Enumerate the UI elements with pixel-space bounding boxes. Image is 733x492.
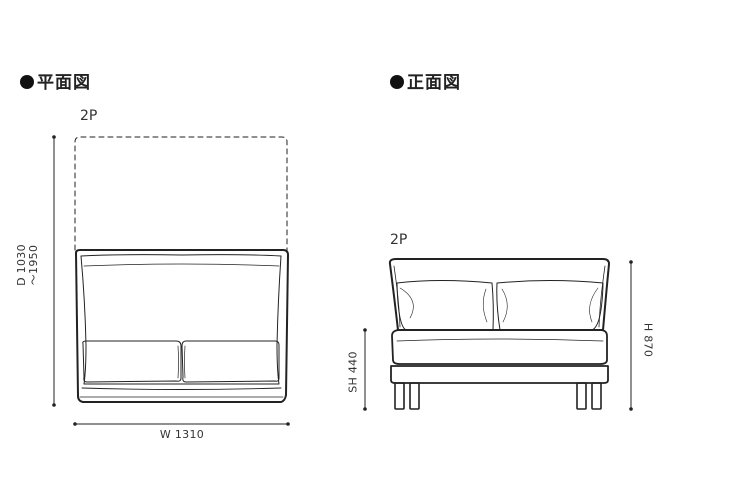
front-left-leg-1 [394,382,405,410]
front-right-back-cushion [496,280,604,331]
front-left-leg-2 [409,382,420,410]
extension-outline [74,136,288,251]
plan-view-heading: 平面図 [20,68,91,93]
plan-back-line [83,263,280,267]
front-right-leg-2 [591,382,602,410]
seat-height-dimension-text: SH 440 [346,351,360,393]
front-left-back-cushion [396,280,494,331]
plan-outer-frame [75,249,289,403]
plan-view-heading-text: 平面図 [37,73,91,93]
plan-view-drawing [52,135,290,426]
width-dimension-text: W 1310 [159,428,205,441]
plan-left-cushion [82,340,182,383]
bullet-dot-icon [390,75,404,89]
front-right-leg-1 [576,382,587,410]
front-view-heading: 正面図 [390,68,461,93]
plan-seat-front [81,387,282,390]
depth-dimension-line2: ～1950 [27,244,40,286]
front-backrest [388,258,610,331]
height-dimension-text: H 870 [641,322,655,358]
bullet-dot-icon [20,75,34,89]
plan-model-label: 2P [80,108,98,124]
front-model-label: 2P [390,232,408,248]
plan-right-cushion [181,340,280,383]
front-seat-cushion [391,329,608,365]
plan-inner-outline [80,254,282,385]
front-view-heading-text: 正面図 [407,73,461,93]
front-view-drawing [363,258,633,411]
front-seat-base [390,365,609,384]
